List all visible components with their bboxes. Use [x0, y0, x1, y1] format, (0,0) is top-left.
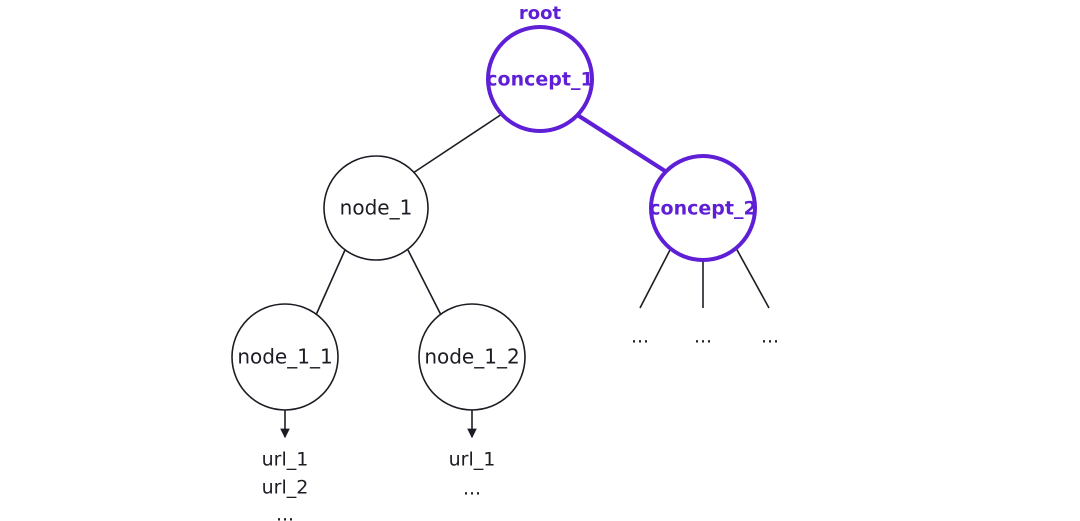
leaf-url-node_1_2-line-1: url_1 [449, 449, 496, 471]
node-concept_1-label: concept_1 [486, 69, 593, 91]
edge-node1-node1_2 [407, 249, 442, 316]
leaf-url-node_1_2-line-2: ... [463, 478, 481, 500]
concept2-stub-label-3: ... [761, 326, 779, 348]
node-node_1-circle[interactable] [323, 155, 429, 261]
node-concept_2-label: concept_2 [649, 198, 756, 220]
node-node_1_1[interactable]: node_1_1 [231, 303, 339, 411]
concept2-stub-label-1: ... [631, 326, 649, 348]
edge-concept2-stub-3 [735, 247, 770, 309]
node-concept_1-circle[interactable] [486, 25, 594, 133]
node-node_1_1-label: node_1_1 [237, 345, 332, 369]
node-layer: concept_1 node_1 concept_2 node_1_1 node… [231, 25, 757, 411]
leaf-url-node_1_1-line-2: url_2 [262, 477, 309, 499]
node-concept_1[interactable]: concept_1 [486, 25, 594, 133]
root-caption: root [519, 3, 562, 24]
concept2-stub-label-2: ... [694, 326, 712, 348]
node-concept_2[interactable]: concept_2 [649, 154, 757, 262]
node-node_1_2-circle[interactable] [418, 303, 526, 411]
leaf-url-node_1_1-line-1: url_1 [262, 449, 309, 471]
edge-concept1-concept2 [576, 113, 668, 174]
node-node_1[interactable]: node_1 [323, 155, 429, 261]
node-concept_2-circle[interactable] [649, 154, 757, 262]
edge-concept2-stub-1 [639, 247, 672, 309]
leaf-url-node_1_1-line-3: ... [276, 504, 294, 521]
node-node_1_2-label: node_1_2 [424, 345, 519, 369]
label-layer: root url_1 url_2 ... url_1 ... ... ... .… [262, 3, 779, 521]
node-node_1-label: node_1 [340, 196, 413, 220]
edge-concept1-node1 [412, 113, 503, 174]
edge-layer [280, 113, 770, 439]
node-node_1_2[interactable]: node_1_2 [418, 303, 526, 411]
edge-node1-node1_1 [315, 249, 346, 316]
node-node_1_1-circle[interactable] [231, 303, 339, 411]
